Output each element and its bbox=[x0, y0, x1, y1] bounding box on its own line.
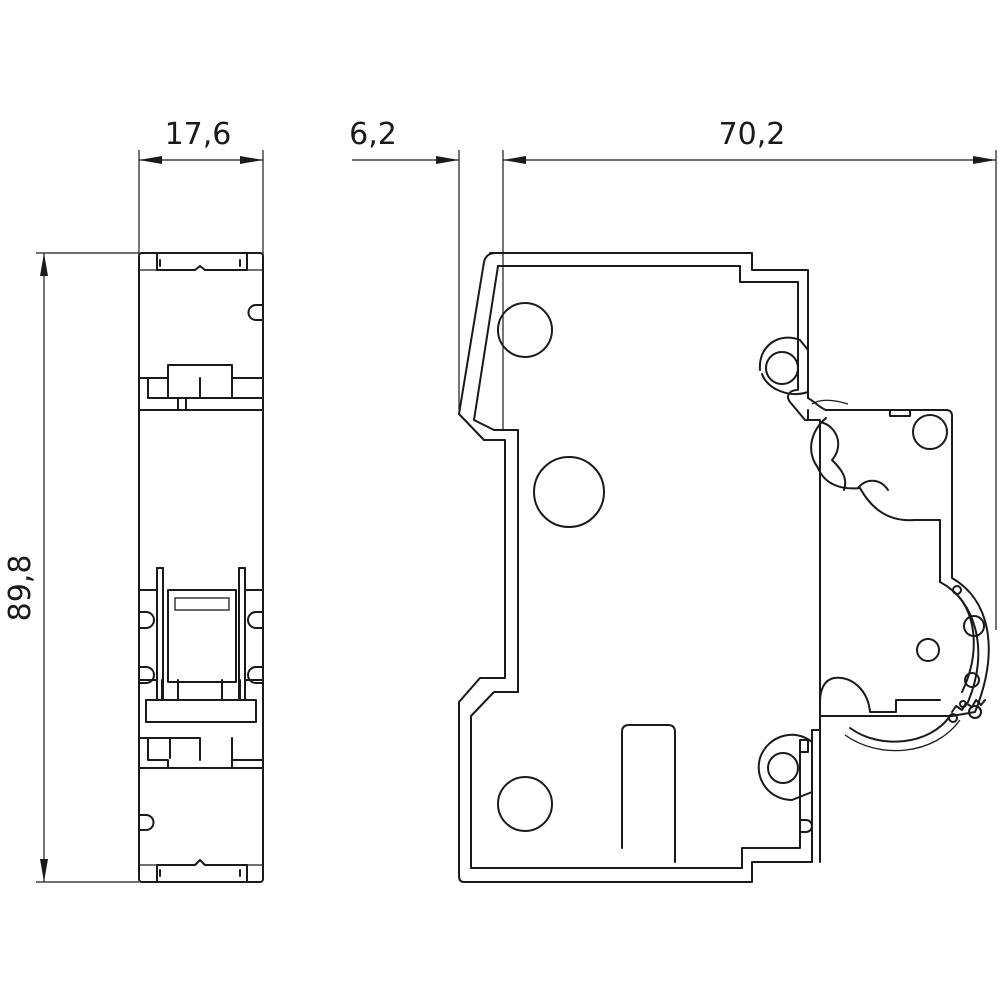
rivet-hole-bottom-left bbox=[497, 776, 553, 832]
dimension-height: 89,8 bbox=[3, 252, 139, 883]
rivet-hole-top-right bbox=[765, 351, 799, 385]
rivet-hole-middle bbox=[533, 456, 605, 528]
rivet-hole-lower-right bbox=[916, 638, 940, 662]
dimension-label-height: 89,8 bbox=[3, 555, 38, 622]
dimension-label-width-front: 17,6 bbox=[165, 117, 232, 152]
rivet-hole-top-left bbox=[497, 302, 553, 358]
dimension-label-depth-offset: 6,2 bbox=[349, 117, 397, 152]
side-outline-outer bbox=[458, 252, 990, 883]
dimension-label-depth-main: 70,2 bbox=[719, 117, 786, 152]
side-outline-inner bbox=[497, 265, 821, 863]
dimension-width-front: 17,6 bbox=[138, 117, 264, 255]
front-view bbox=[138, 252, 264, 883]
side-view bbox=[458, 252, 990, 883]
rivet-hole-bottom-right bbox=[767, 752, 799, 784]
rivet-hole-right bbox=[912, 414, 948, 450]
dimension-depth: 6,2 70,2 bbox=[349, 117, 997, 630]
